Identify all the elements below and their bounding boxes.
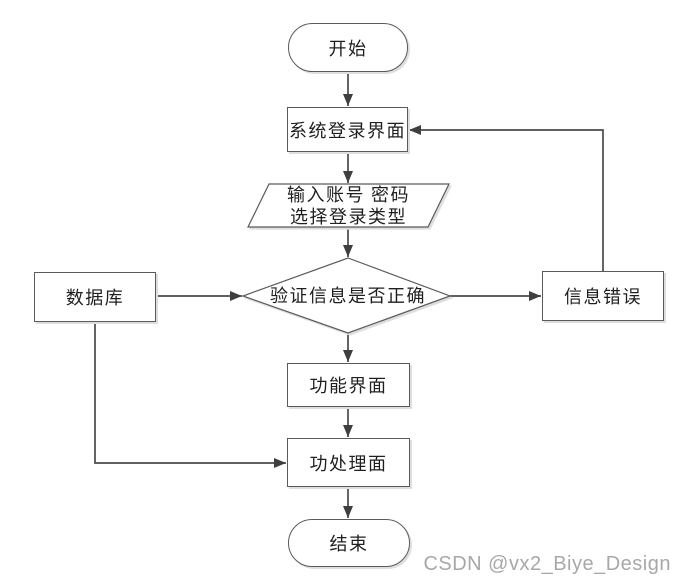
end-label: 结束 bbox=[329, 534, 369, 554]
handle-box: 功处理面 bbox=[287, 438, 410, 487]
end-terminator: 结束 bbox=[288, 519, 410, 567]
function-box: 功能界面 bbox=[287, 363, 410, 407]
start-terminator: 开始 bbox=[288, 23, 408, 72]
input-parallelogram-shape bbox=[247, 183, 450, 228]
database-label: 数据库 bbox=[65, 288, 125, 308]
start-label: 开始 bbox=[328, 38, 368, 59]
function-label: 功能界面 bbox=[309, 376, 388, 396]
error-label: 信息错误 bbox=[564, 287, 642, 307]
database-box: 数据库 bbox=[34, 272, 156, 322]
error-box: 信息错误 bbox=[542, 271, 664, 321]
edge-error-login bbox=[409, 125, 604, 271]
handle-label: 功处理面 bbox=[309, 453, 388, 474]
login-label: 系统登录界面 bbox=[289, 120, 406, 141]
csdn-watermark: CSDN @vx2_Biye_Design bbox=[423, 553, 671, 575]
login-process-box: 系统登录界面 bbox=[287, 107, 408, 152]
edge-database-handle bbox=[94, 322, 286, 468]
verify-decision-shape bbox=[241, 257, 452, 334]
